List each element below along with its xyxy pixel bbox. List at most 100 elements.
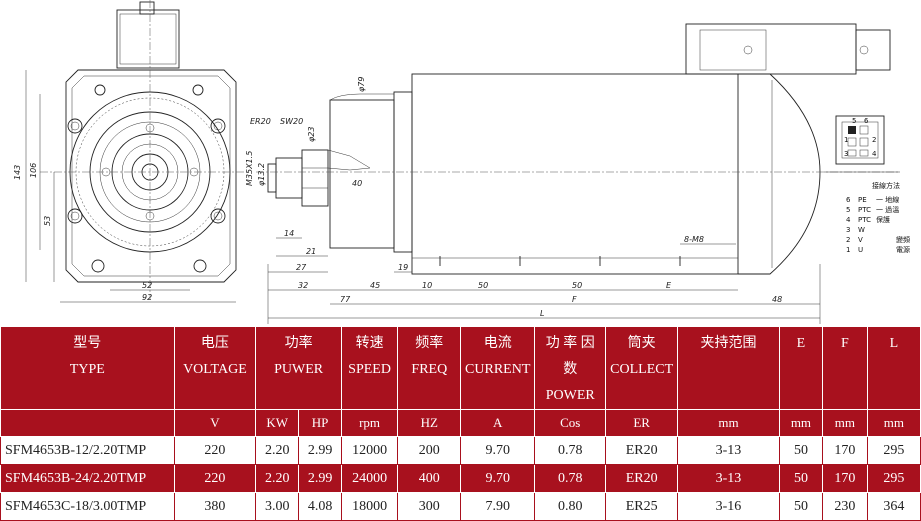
header-text: 型号 <box>73 336 102 351</box>
table-cell-speed: 18000 <box>340 492 399 521</box>
table-cell-e: 50 <box>779 436 823 465</box>
dim-27: 27 <box>296 263 307 272</box>
wiring-pin-num: 1 <box>846 246 850 254</box>
dim-phi13: φ13.2 <box>257 163 266 186</box>
wiring-pin-num: 5 <box>846 206 850 214</box>
table-cell-speed: 24000 <box>340 464 399 493</box>
dim-53: 53 <box>43 216 52 226</box>
unit-cell: V <box>173 409 257 437</box>
unit-cell: HP <box>298 409 342 437</box>
label-er20: ER20 <box>250 117 271 126</box>
wiring-pin-code: PTC <box>858 216 871 224</box>
header-text: CURRENT <box>465 362 531 377</box>
header-text: 电流 <box>483 336 512 351</box>
wiring-pin-note: 一 地線 <box>876 195 899 204</box>
header-text: E <box>796 336 806 351</box>
dim-phi79: φ79 <box>357 77 366 92</box>
table-cell-l: 364 <box>866 492 921 521</box>
wiring-pin-code: W <box>858 226 865 234</box>
header-text: 夹持范围 <box>700 336 757 351</box>
table-cell-kw: 3.00 <box>255 492 300 521</box>
table-cell-range: 3-16 <box>676 492 781 521</box>
wiring-pin-code: V <box>858 236 863 244</box>
wiring-pin-num: 3 <box>846 226 850 234</box>
dim-19: 19 <box>398 263 408 272</box>
unit-cell: KW <box>255 409 300 437</box>
table-cell-kw: 2.20 <box>255 464 300 493</box>
header-text: L <box>889 336 899 351</box>
table-cell-cos: 0.80 <box>533 492 607 521</box>
table-cell-freq: 400 <box>397 464 462 493</box>
unit-cell: rpm <box>340 409 399 437</box>
unit-cell: mm <box>866 409 921 437</box>
wiring-pin-code: PE <box>858 196 867 204</box>
wiring-pin-note: 一 過溫 <box>876 205 899 214</box>
connector-pin-2: 2 <box>872 136 876 144</box>
dim-48: 48 <box>772 295 782 304</box>
table-cell-voltage: 380 <box>173 492 257 521</box>
wiring-group-note-1: 變頻 <box>896 235 910 244</box>
dim-50a: 50 <box>478 281 488 290</box>
wiring-pin-num: 4 <box>846 216 851 224</box>
table-cell-current: 9.70 <box>460 436 535 465</box>
table-cell-kw: 2.20 <box>255 436 300 465</box>
table-cell-f: 170 <box>821 464 868 493</box>
table-cell-e: 50 <box>779 492 823 521</box>
header-text: 筒夹 <box>627 336 656 351</box>
dim-32: 32 <box>298 281 308 290</box>
table-cell-f: 170 <box>821 436 868 465</box>
unit-cell: mm <box>821 409 868 437</box>
table-cell-voltage: 220 <box>173 436 257 465</box>
table-cell-hp: 2.99 <box>298 436 342 465</box>
table-cell-type: SFM4653C-18/3.00TMP <box>0 492 175 521</box>
table-cell-e: 50 <box>779 464 823 493</box>
header-text: 频率 <box>415 336 444 351</box>
table-cell-l: 295 <box>866 464 921 493</box>
unit-cell: ER <box>605 409 678 437</box>
dim-e: E <box>666 281 672 290</box>
table-header-cell: 电流 CURRENT <box>460 326 535 410</box>
dim-10: 10 <box>422 281 432 290</box>
header-text: 转速 <box>355 336 384 351</box>
table-cell-er: ER20 <box>605 464 678 493</box>
table-header-cell: E <box>779 326 823 410</box>
dim-92: 92 <box>142 293 152 302</box>
wiring-pin-code: PTC <box>858 206 871 214</box>
table-cell-type: SFM4653B-24/2.20TMP <box>0 464 175 493</box>
header-text: TYPE <box>69 362 105 377</box>
table-cell-hp: 4.08 <box>298 492 342 521</box>
connector-pin-5: 5 <box>852 117 856 125</box>
unit-cell: mm <box>676 409 781 437</box>
dim-40: 40 <box>352 179 362 188</box>
connector-pin-6: 6 <box>864 117 869 125</box>
label-sw20: SW20 <box>280 117 303 126</box>
table-cell-voltage: 220 <box>173 464 257 493</box>
dim-45: 45 <box>370 281 380 290</box>
dim-8m8: 8-M8 <box>684 235 704 244</box>
header-text: F <box>840 336 849 351</box>
table-header-cell: F <box>821 326 868 410</box>
table-cell-l: 295 <box>866 436 921 465</box>
table-cell-er: ER25 <box>605 492 678 521</box>
dim-143: 143 <box>13 165 22 180</box>
header-text: PUWER <box>274 362 324 377</box>
table-cell-freq: 300 <box>397 492 462 521</box>
connector-pin-3: 3 <box>844 150 848 158</box>
wiring-pin-note: 保護 <box>876 215 890 224</box>
table-cell-hp: 2.99 <box>298 464 342 493</box>
wiring-pin-code: U <box>858 246 863 254</box>
table-cell-speed: 12000 <box>340 436 399 465</box>
wiring-group-note-2: 電源 <box>896 245 910 254</box>
unit-cell: Cos <box>533 409 607 437</box>
table-cell-cos: 0.78 <box>533 436 607 465</box>
